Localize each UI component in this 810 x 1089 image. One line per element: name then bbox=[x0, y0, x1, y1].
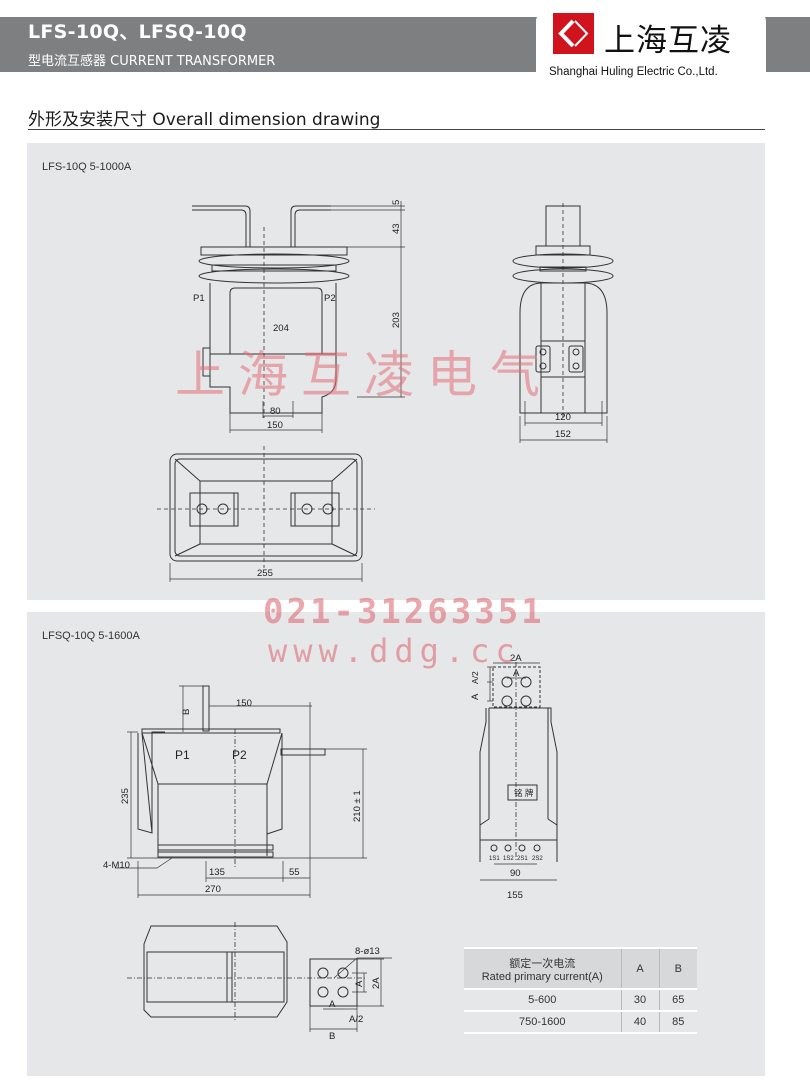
svg-text:2S1: 2S1 bbox=[517, 856, 528, 862]
table-header-row: 额定一次电流 Rated primary current(A) A B bbox=[464, 947, 697, 990]
svg-text:P2: P2 bbox=[232, 748, 247, 762]
watermark-url: www.ddg.cc bbox=[268, 632, 521, 670]
watermark-company: 上海互凌电气 bbox=[175, 346, 553, 404]
svg-text:152: 152 bbox=[555, 429, 571, 440]
svg-text:B: B bbox=[181, 709, 192, 715]
svg-text:1S2: 1S2 bbox=[503, 856, 514, 862]
company-name-cn: 上海互凌 bbox=[604, 23, 732, 59]
svg-text:P2: P2 bbox=[324, 293, 336, 304]
svg-text:铭 牌: 铭 牌 bbox=[514, 788, 534, 798]
product-subtitle: 型电流互感器 CURRENT TRANSFORMER bbox=[28, 54, 276, 69]
svg-text:P1: P1 bbox=[175, 748, 190, 762]
svg-text:204: 204 bbox=[273, 323, 289, 334]
svg-text:A: A bbox=[329, 999, 336, 1010]
svg-text:210 ± 1: 210 ± 1 bbox=[352, 790, 363, 822]
svg-text:90: 90 bbox=[510, 868, 521, 879]
svg-text:150: 150 bbox=[236, 698, 252, 709]
svg-text:255: 255 bbox=[257, 568, 273, 579]
svg-text:55: 55 bbox=[289, 867, 300, 878]
company-logo-icon bbox=[553, 13, 594, 54]
svg-text:4-M10: 4-M10 bbox=[103, 860, 130, 871]
table-row: 750-1600 40 85 bbox=[464, 1011, 697, 1034]
svg-text:43: 43 bbox=[391, 223, 402, 234]
cell-b: 85 bbox=[658, 1011, 697, 1034]
col-rated-current-en: Rated primary current(A) bbox=[481, 970, 603, 983]
product-title: LFS-10Q、LFSQ-10Q bbox=[28, 21, 247, 43]
col-a: A bbox=[620, 947, 659, 990]
svg-text:155: 155 bbox=[507, 890, 523, 901]
section-divider bbox=[28, 129, 765, 130]
company-name-en: Shanghai Huling Electric Co.,Ltd. bbox=[549, 66, 718, 78]
svg-text:A/2: A/2 bbox=[349, 1014, 363, 1025]
cell-current: 5-600 bbox=[464, 989, 621, 1012]
lfs-10q-drawing: P1 P2 204 80 150 5 43 203 120 152 255 bbox=[157, 200, 614, 582]
svg-text:1S1: 1S1 bbox=[489, 856, 500, 862]
svg-text:2A: 2A bbox=[371, 977, 382, 989]
svg-text:2S2: 2S2 bbox=[532, 856, 543, 862]
section-title: 外形及安装尺寸 Overall dimension drawing bbox=[28, 110, 381, 130]
svg-text:A: A bbox=[470, 693, 481, 700]
svg-text:A: A bbox=[354, 980, 365, 987]
svg-text:203: 203 bbox=[391, 312, 402, 328]
lfsq-10q-drawing: P1 P2 B 150 235 210 ± 1 4-M10 135 55 270… bbox=[103, 653, 558, 1042]
cell-a: 30 bbox=[620, 989, 659, 1012]
svg-text:B: B bbox=[329, 1031, 335, 1042]
svg-text:2A: 2A bbox=[510, 653, 522, 664]
svg-text:80: 80 bbox=[270, 406, 281, 417]
rated-current-table: 额定一次电流 Rated primary current(A) A B 5-60… bbox=[464, 947, 697, 1034]
panel-label: LFSQ-10Q 5-1600A bbox=[42, 630, 140, 642]
svg-text:8-ø13: 8-ø13 bbox=[355, 946, 380, 957]
svg-text:P1: P1 bbox=[193, 293, 205, 304]
svg-text:135: 135 bbox=[209, 867, 225, 878]
svg-text:150: 150 bbox=[267, 420, 283, 431]
panel-label: LFS-10Q 5-1000A bbox=[42, 161, 132, 173]
svg-text:120: 120 bbox=[555, 412, 571, 423]
svg-text:270: 270 bbox=[205, 884, 221, 895]
svg-text:A: A bbox=[513, 668, 520, 679]
panel-lfs-10q: LFS-10Q 5-1000A bbox=[27, 143, 765, 600]
svg-text:235: 235 bbox=[120, 788, 131, 804]
cell-current: 750-1600 bbox=[464, 1011, 621, 1034]
cell-b: 65 bbox=[658, 989, 697, 1012]
table-row: 5-600 30 65 bbox=[464, 989, 697, 1012]
watermark-phone: 021-31263351 bbox=[263, 592, 545, 632]
svg-text:A/2: A/2 bbox=[470, 671, 480, 684]
cell-a: 40 bbox=[620, 1011, 659, 1034]
col-rated-current-cn: 额定一次电流 bbox=[509, 957, 576, 970]
col-b: B bbox=[658, 947, 697, 990]
col-rated-current: 额定一次电流 Rated primary current(A) bbox=[464, 947, 621, 990]
svg-text:5: 5 bbox=[391, 200, 402, 205]
